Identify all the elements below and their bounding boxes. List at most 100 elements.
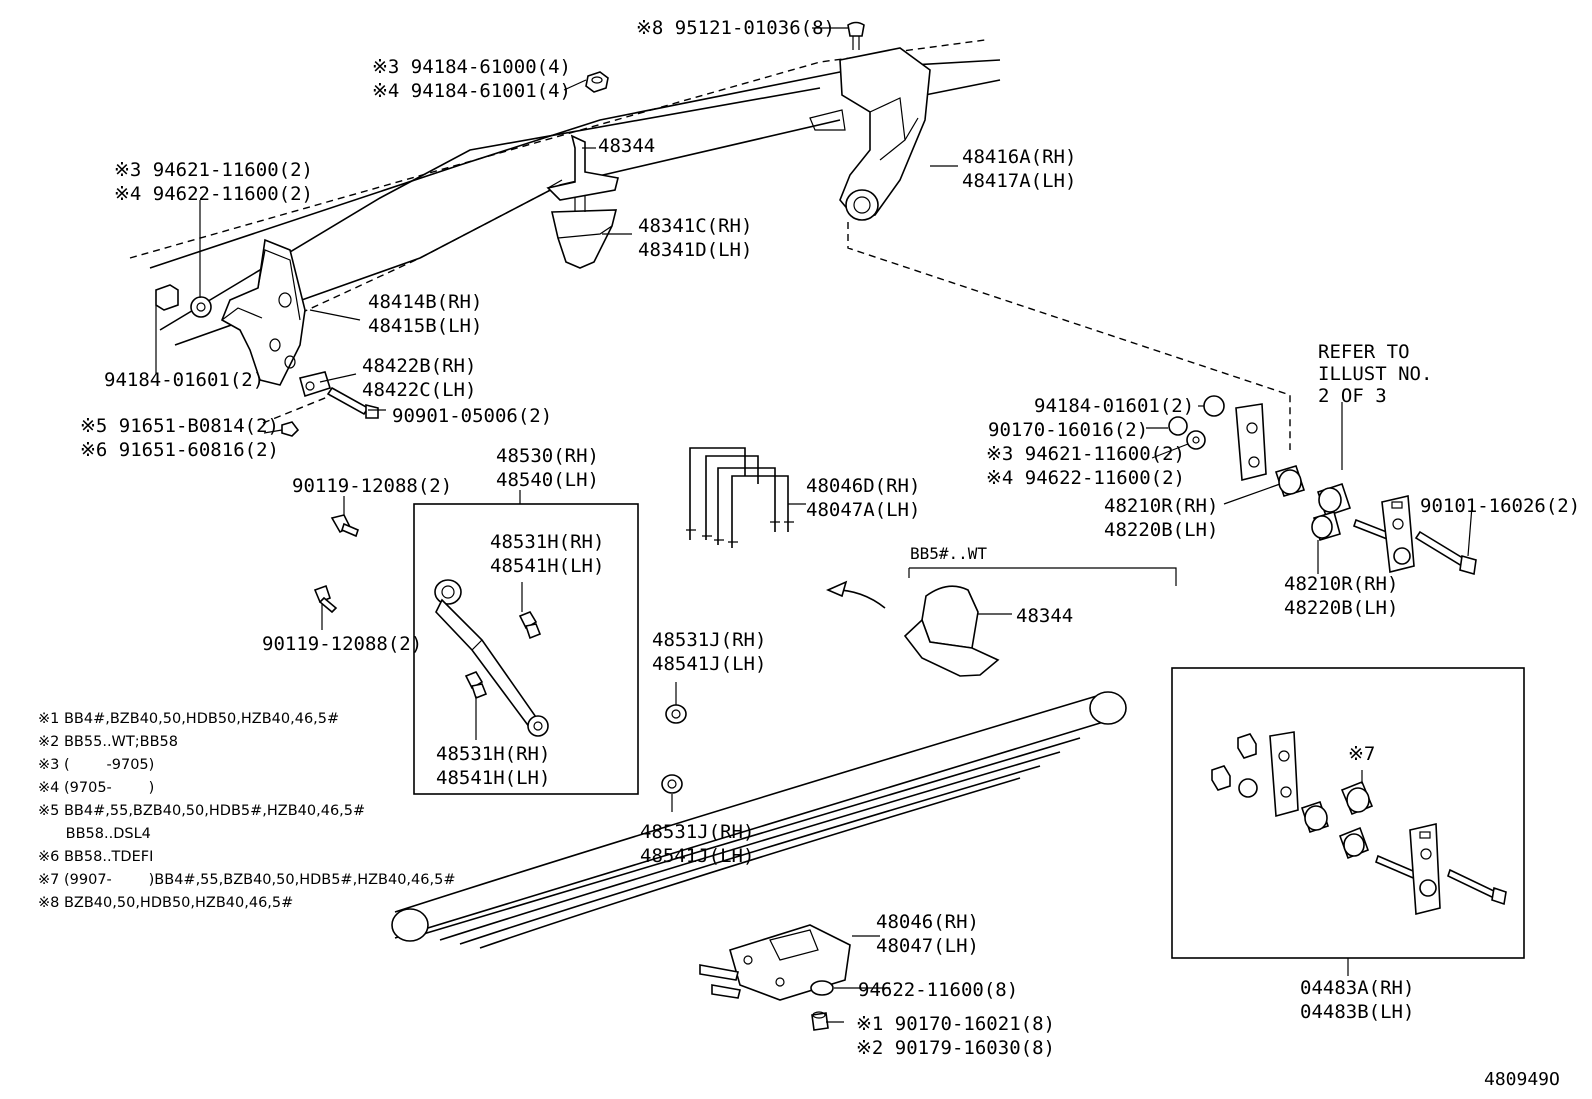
callout-refer-3: 2 OF 3: [1318, 385, 1387, 407]
callout-94621-right: ※3 94621-11600(2): [986, 443, 1185, 465]
note-3: ※3 ( -9705): [38, 757, 155, 773]
note-5-cont: BB58..DSL4: [38, 826, 151, 842]
bolt-90901: [326, 386, 379, 419]
callout-90170-16016: 90170-16016(2): [988, 419, 1149, 441]
callout-48344-mid: 48344: [1016, 605, 1074, 627]
shackle-kit-box: [1171, 667, 1525, 959]
callout-bb5-wt: BB5#..WT: [910, 544, 988, 563]
callout-90119-lower: 90119-12088(2): [262, 633, 423, 655]
callout-48531j-b: 48531J(RH): [640, 821, 755, 843]
callout-48046: 48046(RH): [876, 911, 979, 933]
shackle-plate-upper: [1235, 403, 1267, 482]
u-bolts-48046d: [686, 447, 794, 548]
diagram-id: 480949O: [1484, 1069, 1560, 1090]
callout-48417a: 48417A(LH): [962, 170, 1077, 192]
callout-48210r-b: 48210R(RH): [1284, 573, 1399, 595]
callout-48531j-a: 48531J(RH): [652, 629, 767, 651]
bushing-48531j-upper: [665, 704, 687, 724]
note-6: ※6 BB58..TDEFI: [38, 849, 154, 865]
bushing-48210r-b: [1316, 482, 1352, 518]
callout-48220b-b: 48220B(LH): [1284, 597, 1399, 619]
callout-48531h-bottom: 48531H(RH): [436, 743, 551, 765]
callout-48220b-a: 48220B(LH): [1104, 519, 1219, 541]
callout-90119-upper: 90119-12088(2): [292, 475, 453, 497]
callout-94622-bottom: 94622-11600(8): [858, 979, 1019, 1001]
bushing-48531j-lower: [661, 774, 683, 794]
rear-bracket-48414: [220, 238, 306, 386]
callout-48422b: 48422B(RH): [362, 355, 477, 377]
bumper-bracket-48344: [546, 134, 619, 201]
callout-04483b: 04483B(LH): [1300, 1001, 1415, 1023]
callout-48341d: 48341D(LH): [638, 239, 753, 261]
callout-48047: 48047(LH): [876, 935, 979, 957]
callout-90179-16030: ※2 90179-16030(8): [856, 1037, 1055, 1059]
callout-94622-left: ※4 94622-11600(2): [114, 183, 313, 205]
plate-48422: [299, 371, 332, 398]
callout-48341c: 48341C(RH): [638, 215, 753, 237]
callout-48414b: 48414B(RH): [368, 291, 483, 313]
callout-48530: 48530(RH): [496, 445, 599, 467]
note-4: ※4 (9705- ): [38, 780, 155, 796]
washer-94621-left: [190, 296, 212, 318]
shackle-plate-lower: [1381, 495, 1415, 573]
nut-94184-61000: [585, 71, 609, 93]
callout-91651-60816: ※6 91651-60816(2): [80, 439, 279, 461]
note-2: ※2 BB55..WT;BB58: [38, 734, 178, 750]
collar-94184-01601-right: [1203, 395, 1225, 417]
bolt-90119-lower: [313, 584, 338, 614]
callout-48422c: 48422C(LH): [362, 379, 477, 401]
kit-contents: [1211, 731, 1507, 916]
callout-94622-right: ※4 94622-11600(2): [986, 467, 1185, 489]
callout-95121: ※8 95121-01036(8): [636, 17, 835, 39]
shock-absorber-box: [413, 503, 639, 795]
bb5-group: [826, 567, 1177, 609]
bolt-95121: [847, 21, 865, 50]
callout-04483a: 04483A(RH): [1300, 977, 1415, 999]
note-7: ※7 (9907- )BB4#,55,BZB40,50,HDB5#,HZB40,…: [38, 872, 456, 888]
bushing-48210r-a: [1274, 465, 1306, 497]
callout-94184-61001: ※4 94184-61001(4): [372, 80, 571, 102]
leaf-spring: [391, 691, 1127, 949]
shock-absorber: [434, 579, 549, 737]
bolt-91651: [262, 395, 331, 437]
bolt-90119-upper: [330, 514, 359, 538]
nut-90170: [811, 1011, 829, 1031]
washer-94621-right: [1186, 430, 1206, 450]
note-1: ※1 BB4#,BZB40,50,HDB50,HZB40,46,5#: [38, 711, 340, 727]
bumper-48344-mid: [903, 585, 1000, 677]
callout-48046d: 48046D(RH): [806, 475, 921, 497]
callout-48541j-a: 48541J(LH): [652, 653, 767, 675]
callout-kit-note-7: ※7: [1348, 743, 1376, 765]
bumper-48341: [551, 196, 618, 269]
callout-48531h-top: 48531H(RH): [490, 531, 605, 553]
callout-48344-top: 48344: [598, 135, 656, 157]
callout-90170-16021: ※1 90170-16021(8): [856, 1013, 1055, 1035]
callout-48540: 48540(LH): [496, 469, 599, 491]
callout-48416a: 48416A(RH): [962, 146, 1077, 168]
collar-94184-01601-left: [155, 284, 179, 311]
callout-94621-left: ※3 94621-11600(2): [114, 159, 313, 181]
bushing-48210r-c: [1311, 510, 1341, 542]
callout-48210r-a: 48210R(RH): [1104, 495, 1219, 517]
callout-90901: 90901-05006(2): [392, 405, 553, 427]
washer-94622-bottom: [810, 980, 834, 996]
bushing-48531h-lower: [464, 671, 488, 700]
bushing-48531h-upper: [518, 611, 542, 640]
callout-48415b: 48415B(LH): [368, 315, 483, 337]
note-8: ※8 BZB40,50,HDB50,HZB40,46,5#: [38, 895, 294, 911]
front-hanger-bracket: [809, 47, 1291, 450]
callout-91651-b0814: ※5 91651-B0814(2): [80, 415, 279, 437]
callout-48541h-bottom: 48541H(LH): [436, 767, 551, 789]
callout-94184-61000: ※3 94184-61000(4): [372, 56, 571, 78]
callout-refer-2: ILLUST NO.: [1318, 363, 1433, 385]
callout-48541h-top: 48541H(LH): [490, 555, 605, 577]
callout-refer-1: REFER TO: [1318, 341, 1410, 363]
callout-94184-01601-left: 94184-01601(2): [104, 369, 265, 391]
callout-48541j-b: 48541J(LH): [640, 845, 755, 867]
callout-90101: 90101-16026(2): [1420, 495, 1581, 517]
callout-48047a: 48047A(LH): [806, 499, 921, 521]
nut-90170-16016: [1168, 416, 1188, 436]
callout-94184-01601-right: 94184-01601(2): [1034, 395, 1195, 417]
leader-lines: [155, 27, 1473, 1023]
